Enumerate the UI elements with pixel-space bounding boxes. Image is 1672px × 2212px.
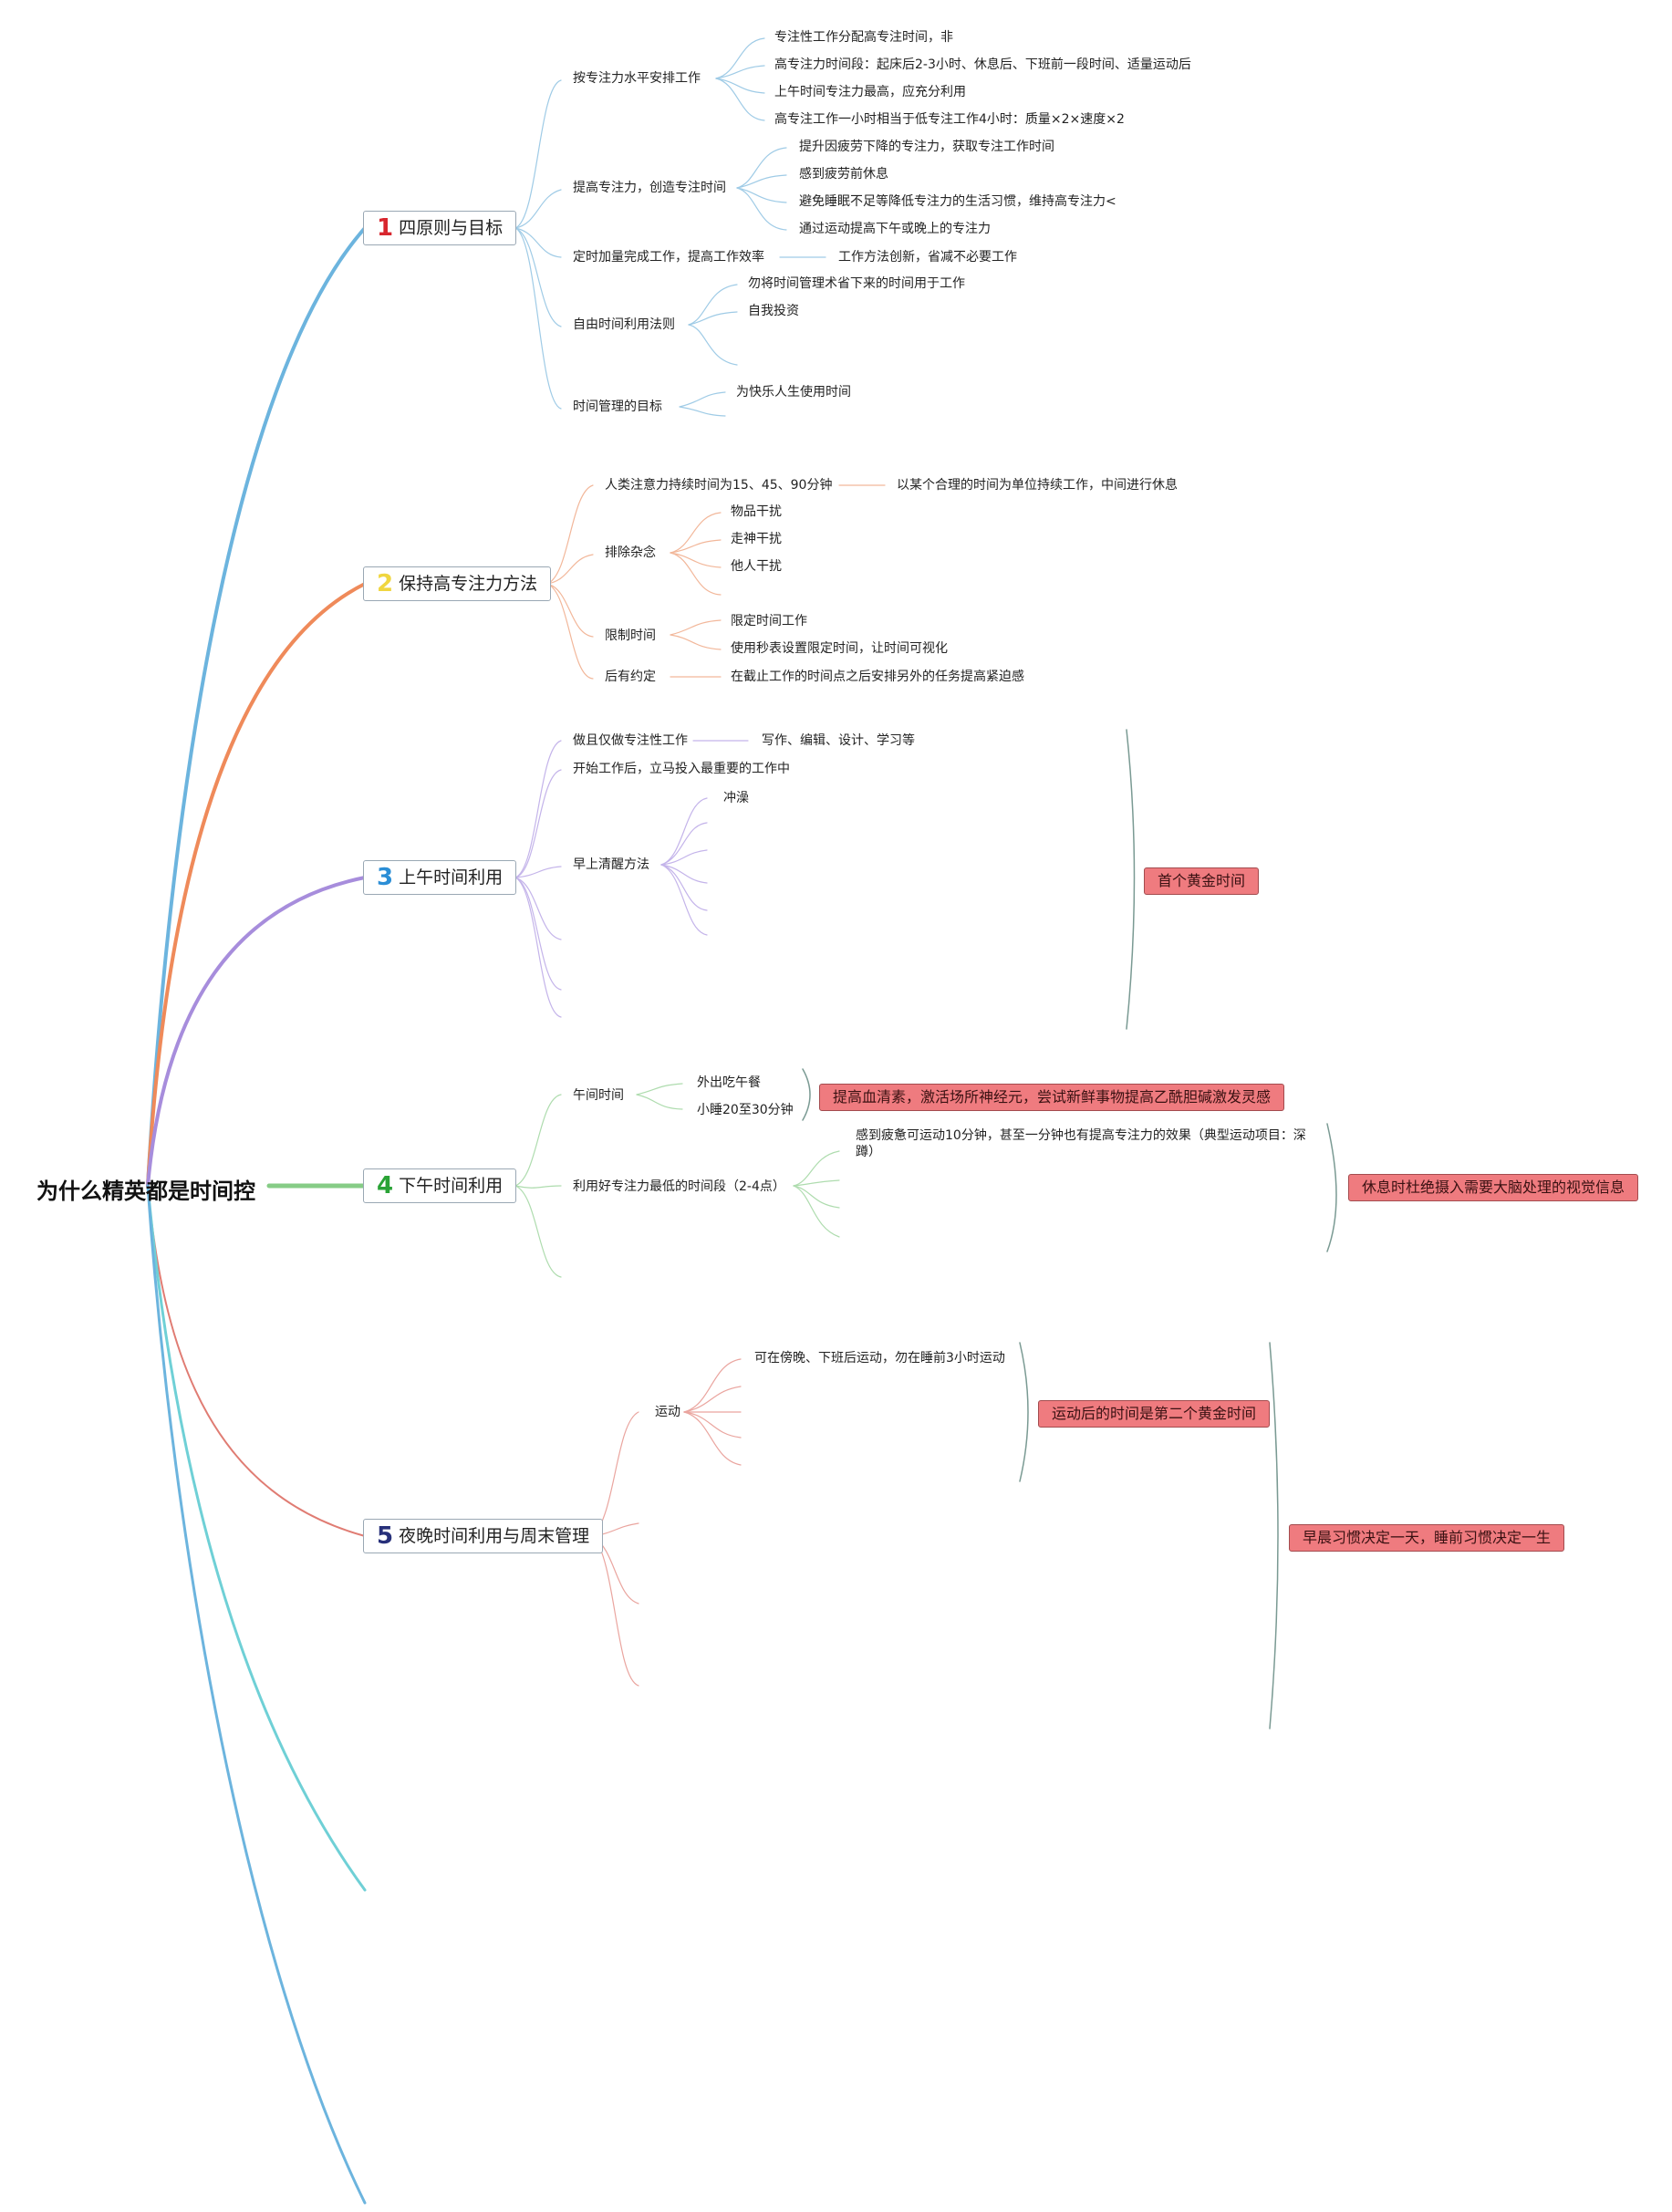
subtopic-remove-distractions[interactable]: 排除杂念 xyxy=(605,545,656,560)
leaf-item[interactable]: 工作方法创新，省减不必要工作 xyxy=(838,250,1017,265)
leaf-item[interactable]: 高专注工作一小时相当于低专注工作4小时：质量×2×速度×2 xyxy=(774,112,1125,127)
leaf-item[interactable]: 限定时间工作 xyxy=(731,614,807,628)
subtopic-start-important-work[interactable]: 开始工作后，立马投入最重要的工作中 xyxy=(573,762,790,776)
topic-number-3: 3 xyxy=(377,864,394,891)
callout-second-golden-time[interactable]: 运动后的时间是第二个黄金时间 xyxy=(1038,1400,1271,1428)
topic-number-2: 2 xyxy=(377,570,394,597)
leaf-item[interactable]: 写作、编辑、设计、学习等 xyxy=(762,733,915,748)
subtopic-exercise[interactable]: 运动 xyxy=(655,1405,680,1419)
leaf-item[interactable]: 走神干扰 xyxy=(731,532,782,546)
leaf-item[interactable]: 使用秒表设置限定时间，让时间可视化 xyxy=(731,641,948,656)
topic-label: 上午时间利用 xyxy=(399,867,504,888)
subtopic-wake-up-methods[interactable]: 早上清醒方法 xyxy=(573,857,649,872)
topic-label: 四原则与目标 xyxy=(399,218,504,238)
topic-label: 夜晚时间利用与周末管理 xyxy=(399,1526,590,1546)
leaf-item[interactable]: 提升因疲劳下降的专注力，获取专注工作时间 xyxy=(799,140,1054,154)
leaf-item[interactable]: 他人干扰 xyxy=(731,559,782,574)
leaf-item[interactable]: 为快乐人生使用时间 xyxy=(736,385,851,400)
subtopic-noon-time[interactable]: 午间时间 xyxy=(573,1088,624,1103)
subtopic-time-goal[interactable]: 时间管理的目标 xyxy=(573,400,662,414)
leaf-item[interactable]: 在截止工作的时间点之后安排另外的任务提高紧迫感 xyxy=(731,670,1024,684)
leaf-item[interactable]: 避免睡眠不足等降低专注力的生活习惯，维持高专注力< xyxy=(799,194,1116,209)
subtopic-low-focus-period[interactable]: 利用好专注力最低的时间段（2-4点） xyxy=(573,1179,785,1194)
subtopic-later-appointment[interactable]: 后有约定 xyxy=(605,670,656,684)
leaf-item[interactable]: 小睡20至30分钟 xyxy=(697,1103,794,1117)
leaf-item[interactable]: 物品干扰 xyxy=(731,504,782,519)
topic-label: 保持高专注力方法 xyxy=(399,574,538,594)
callout-no-visual-info[interactable]: 休息时杜绝摄入需要大脑处理的视觉信息 xyxy=(1348,1174,1639,1201)
callout-habits[interactable]: 早晨习惯决定一天，睡前习惯决定一生 xyxy=(1289,1524,1565,1552)
callout-serotonin[interactable]: 提高血清素，激活场所神经元，尝试新鲜事物提高乙酰胆碱激发灵感 xyxy=(819,1084,1285,1111)
leaf-item[interactable]: 外出吃午餐 xyxy=(697,1075,761,1090)
leaf-item[interactable]: 感到疲惫可运动10分钟，甚至一分钟也有提高专注力的效果（典型运动项目：深蹲） xyxy=(856,1128,1306,1159)
leaf-item[interactable]: 专注性工作分配高专注时间，非 xyxy=(774,30,953,45)
subtopic-focus-work-only[interactable]: 做且仅做专注性工作 xyxy=(573,733,688,748)
leaf-item[interactable]: 自我投资 xyxy=(748,304,799,318)
callout-first-golden-time[interactable]: 首个黄金时间 xyxy=(1144,867,1260,895)
subtopic-limit-time[interactable]: 限制时间 xyxy=(605,628,656,643)
leaf-item[interactable]: 感到疲劳前休息 xyxy=(799,167,888,182)
leaf-item[interactable]: 通过运动提高下午或晚上的专注力 xyxy=(799,222,991,236)
leaf-item[interactable]: 上午时间专注力最高，应充分利用 xyxy=(774,85,966,99)
topic-number-5: 5 xyxy=(377,1522,394,1550)
root-topic[interactable]: 为什么精英都是时间控 xyxy=(36,1179,255,1204)
subtopic-attention-span[interactable]: 人类注意力持续时间为15、45、90分钟 xyxy=(605,478,833,493)
leaf-item[interactable]: 高专注力时间段：起床后2-3小时、休息后、下班前一段时间、适量运动后 xyxy=(774,57,1191,72)
topic-label: 下午时间利用 xyxy=(399,1176,504,1196)
topic-number-4: 4 xyxy=(377,1172,394,1199)
leaf-item[interactable]: 勿将时间管理术省下来的时间用于工作 xyxy=(748,276,965,291)
topic-number-1: 1 xyxy=(377,214,394,242)
leaf-item[interactable]: 可在傍晚、下班后运动，勿在睡前3小时运动 xyxy=(754,1351,1005,1366)
subtopic-timed-work[interactable]: 定时加量完成工作，提高工作效率 xyxy=(573,250,764,265)
subtopic-schedule-by-focus[interactable]: 按专注力水平安排工作 xyxy=(573,71,701,86)
leaf-item[interactable]: 以某个合理的时间为单位持续工作，中间进行休息 xyxy=(897,478,1178,493)
leaf-item[interactable]: 冲澡 xyxy=(723,791,749,805)
subtopic-improve-focus[interactable]: 提高专注力，创造专注时间 xyxy=(573,181,726,195)
subtopic-free-time-rule[interactable]: 自由时间利用法则 xyxy=(573,317,675,332)
